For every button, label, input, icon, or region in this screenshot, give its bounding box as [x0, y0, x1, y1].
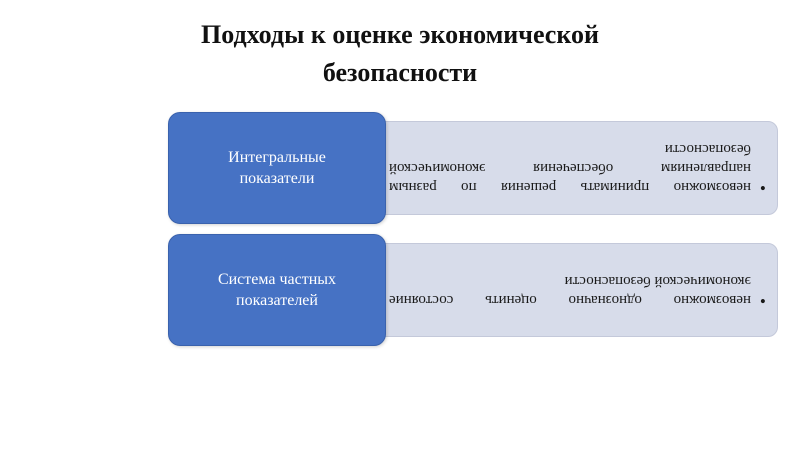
description-rotated: • невозможно однозначно оценить состояни… [389, 244, 767, 336]
slide-title: Подходы к оценке экономической безопасно… [201, 20, 599, 87]
description-item: • невозможно принимать решения по разным… [389, 140, 767, 197]
bullet-icon: • [758, 292, 767, 308]
description-panel: • невозможно однозначно оценить состояни… [368, 243, 778, 337]
approach-label: Интегральные показатели [228, 149, 326, 187]
approach-label: Система частных показателей [217, 271, 337, 309]
bullet-icon: • [758, 179, 767, 196]
description-rotated: • невозможно принимать решения по разным… [389, 122, 767, 214]
description-text: невозможно однозначно оценить состояние … [389, 273, 751, 308]
approach-row-integral: • невозможно принимать решения по разным… [168, 112, 782, 224]
description-item: • невозможно однозначно оценить состояни… [389, 271, 767, 309]
approach-label-box: Система частных показателей [168, 234, 386, 346]
approach-row-partial: • невозможно однозначно оценить состояни… [168, 234, 782, 346]
approach-label-box: Интегральные показатели [168, 112, 386, 224]
description-text: невозможно принимать решения по разным н… [389, 141, 751, 196]
description-panel: • невозможно принимать решения по разным… [368, 121, 778, 215]
